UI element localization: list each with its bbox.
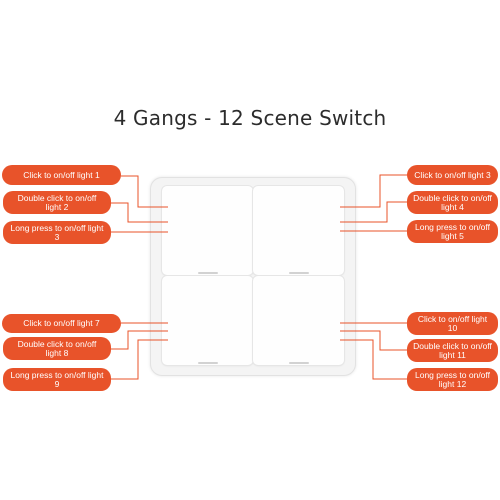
gang-4-key[interactable] bbox=[253, 276, 344, 365]
leader-line-l1 bbox=[121, 175, 168, 208]
gang-2-key[interactable] bbox=[253, 186, 344, 275]
gang-3-key[interactable] bbox=[162, 276, 253, 365]
gang-1-indicator bbox=[198, 272, 218, 274]
leader-line-l8 bbox=[111, 330, 168, 350]
callout-light-5: Long press to on/off light 5 bbox=[407, 220, 498, 243]
leader-line-r2 bbox=[340, 201, 407, 223]
diagram-title: 4 Gangs - 12 Scene Switch bbox=[113, 106, 387, 130]
leader-line-r1 bbox=[340, 174, 407, 208]
callout-light-8: Double click to on/off light 8 bbox=[3, 337, 111, 360]
callout-light-9: Long press to on/off light 9 bbox=[3, 368, 111, 391]
callout-light-12: Long press to on/off light 12 bbox=[407, 368, 498, 391]
callout-light-11: Double click to on/off light 11 bbox=[407, 339, 498, 362]
leader-line-r6 bbox=[340, 339, 407, 380]
callout-light-10: Click to on/off light 10 bbox=[407, 312, 498, 335]
gang-3-indicator bbox=[198, 362, 218, 364]
callout-right-light-3: Click to on/off light 3 bbox=[407, 165, 498, 185]
gang-1-key[interactable] bbox=[162, 186, 253, 275]
leader-line-l2 bbox=[111, 202, 168, 223]
callout-light-3: Long press to on/off light 3 bbox=[3, 221, 111, 244]
gang-4-indicator bbox=[289, 362, 309, 364]
callout-light-1: Click to on/off light 1 bbox=[2, 165, 121, 185]
callout-light-2: Double click to on/off light 2 bbox=[3, 191, 111, 214]
switch-plate bbox=[150, 177, 356, 376]
leader-line-r5 bbox=[340, 330, 407, 351]
callout-light-4: Double click to on/off light 4 bbox=[407, 191, 498, 214]
leader-line-l9 bbox=[111, 339, 168, 380]
callout-light-7: Click to on/off light 7 bbox=[2, 314, 121, 333]
gang-2-indicator bbox=[289, 272, 309, 274]
